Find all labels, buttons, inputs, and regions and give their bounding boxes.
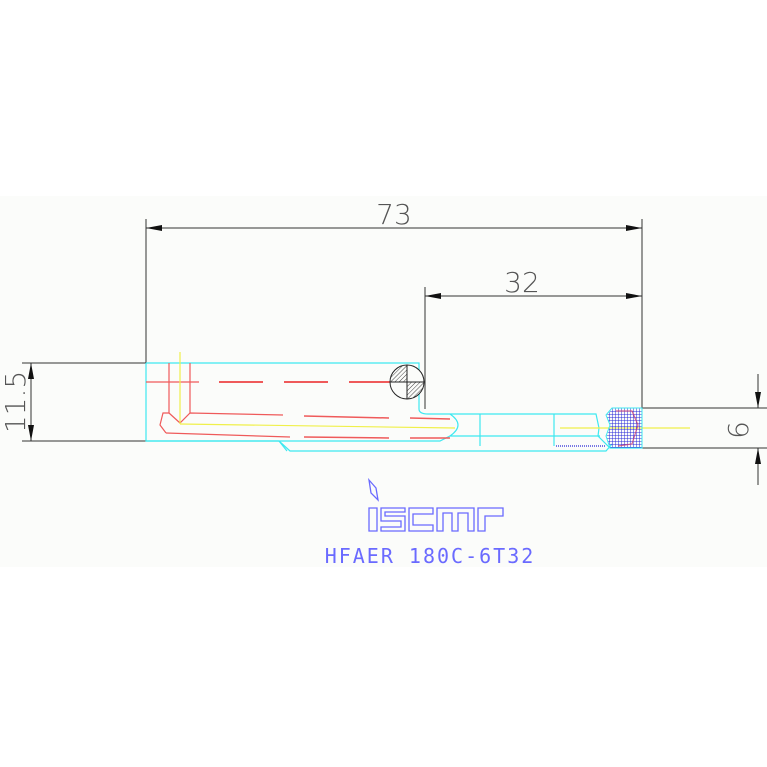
dimension-overall-length: [145, 219, 643, 408]
part-number-label: HFAER 180C-6T32: [325, 544, 536, 568]
dimension-label-32: 32: [504, 266, 540, 299]
center-of-gravity-symbol: [389, 364, 425, 400]
dimension-label-6: 6: [722, 421, 755, 439]
brand-logo: [368, 477, 504, 532]
tool-body-outline: [145, 362, 642, 452]
dimension-shank-height: [22, 362, 146, 442]
dimension-head-length: [424, 287, 642, 409]
dimension-label-73: 73: [376, 198, 412, 231]
coolant-channel-lines: [146, 363, 451, 439]
dimension-label-11-5: 11.5: [0, 371, 32, 433]
cutting-insert: [605, 407, 643, 449]
dimension-insert-width: [642, 374, 767, 485]
